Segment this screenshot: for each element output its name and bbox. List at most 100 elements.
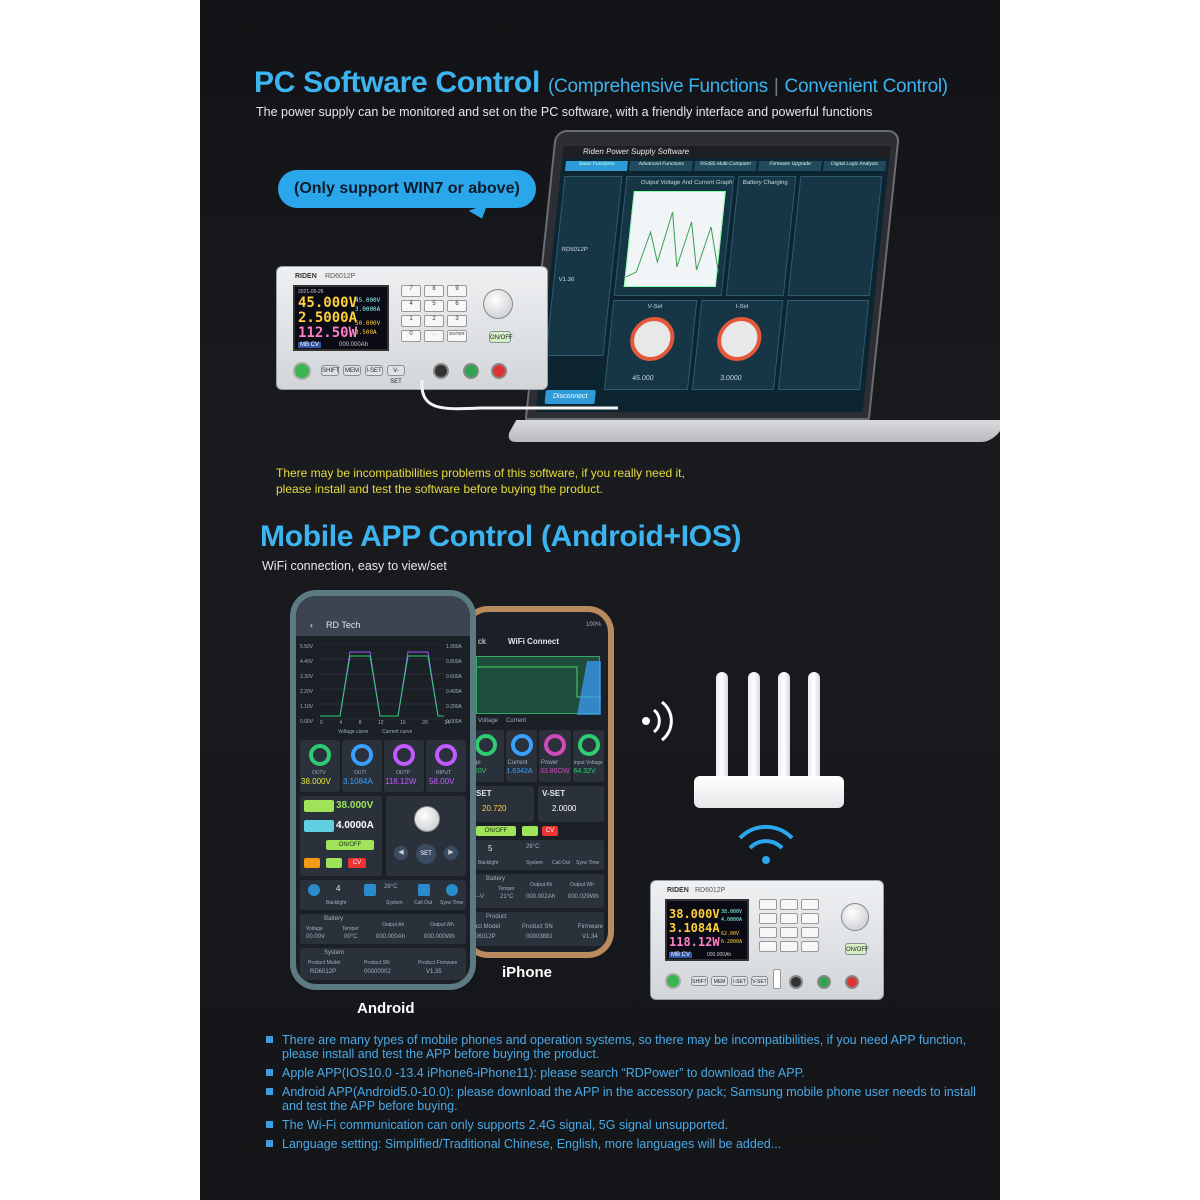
pc-warning-line2: please install and test the software bef…: [276, 482, 603, 496]
tab-advanced-functions[interactable]: Advanced Functions: [629, 161, 693, 171]
android-tools-row: 4 Backlight 26°C System Cali Out Sync Ti…: [300, 880, 466, 910]
key-enter[interactable]: ENTER: [447, 330, 467, 342]
key-0[interactable]: 0: [401, 330, 421, 342]
ground-terminal: [463, 363, 479, 379]
psu2-voltage: 38.000V: [669, 907, 720, 921]
android-back-icon[interactable]: ‹: [310, 620, 313, 630]
psu2-model: RD6012P: [695, 887, 726, 894]
key[interactable]: [759, 913, 777, 924]
iphone-sync-label[interactable]: Sync Time: [576, 860, 600, 866]
key[interactable]: [780, 899, 798, 910]
key-2[interactable]: 2: [424, 315, 444, 327]
android-onoff-button[interactable]: ON/OFF: [326, 840, 374, 850]
psu-shift-button[interactable]: SHIFT: [321, 365, 339, 376]
key-3[interactable]: 3: [447, 315, 467, 327]
android-set-voltage[interactable]: 38.000V: [336, 800, 374, 811]
pc-section-title: PC Software Control (Comprehensive Funct…: [254, 66, 948, 100]
android-model-label: Product Model: [308, 960, 341, 966]
android-check-icon[interactable]: [326, 858, 342, 868]
android-right-arrow-icon[interactable]: ▶: [444, 846, 458, 860]
gauge-value: 58.00V: [429, 777, 455, 786]
iphone-label: iPhone: [502, 964, 553, 981]
iphone-output-ah: 000.002Ah: [526, 894, 556, 900]
psu-iset-button[interactable]: I-SET: [365, 365, 383, 376]
key-5[interactable]: 5: [424, 300, 444, 312]
key[interactable]: [780, 941, 798, 952]
note-wifi: The Wi-Fi communication can only support…: [266, 1118, 992, 1132]
psu-input-v: 50.000V: [355, 320, 381, 327]
iphone-backlight-label: Backlight: [478, 860, 499, 866]
iset-knob[interactable]: [714, 317, 764, 361]
psu2-mem-button[interactable]: MEM: [711, 976, 728, 986]
psu2-shift-button[interactable]: SHIFT: [691, 976, 708, 986]
psu2-onoff-button[interactable]: ON/OFF: [845, 943, 869, 955]
key-9[interactable]: 9: [447, 285, 467, 297]
psu2-power-button-icon[interactable]: [665, 973, 681, 989]
key-1[interactable]: 1: [401, 315, 421, 327]
iphone-backlight-value: 5: [488, 844, 493, 853]
product-model-value: RD6012P: [561, 247, 588, 253]
android-app-title: RD Tech: [326, 620, 361, 630]
iphone-iset-label: SET: [476, 789, 492, 798]
android-set-button[interactable]: SET: [416, 844, 436, 864]
key-7[interactable]: 7: [401, 285, 421, 297]
calibrate-icon[interactable]: [418, 884, 430, 896]
android-set-current[interactable]: 4.0000A: [336, 820, 374, 831]
power-button-icon[interactable]: [293, 362, 311, 380]
key[interactable]: [759, 927, 777, 938]
psu2-vset-button[interactable]: V-SET: [751, 976, 768, 986]
psu-encoder-knob[interactable]: [483, 289, 513, 319]
android-left-arrow-icon[interactable]: ◀: [394, 846, 408, 860]
key[interactable]: [759, 941, 777, 952]
tab-logic-analysis[interactable]: Digital Logic Analysis: [822, 161, 887, 171]
psu2-limit: 6.2000A: [721, 939, 743, 945]
usb-port-terminal: [433, 363, 449, 379]
iphone-iset-card[interactable]: SET 20.720: [472, 786, 534, 822]
iphone-calib-label[interactable]: Cali Out: [552, 860, 571, 866]
key[interactable]: [801, 899, 819, 910]
android-batt-temper: 00°C: [344, 934, 358, 940]
key-4[interactable]: 4: [401, 300, 421, 312]
win7-requirement-bubble: (Only support WIN7 or above): [278, 170, 536, 208]
iphone-check-icon[interactable]: [522, 826, 538, 836]
android-x-ticks: 0 4 8 12 16 20 24: [320, 720, 450, 726]
key[interactable]: [759, 899, 777, 910]
psu-mem-button[interactable]: MEM: [343, 365, 361, 376]
key[interactable]: [801, 913, 819, 924]
gauge-label: Power: [541, 760, 559, 766]
key[interactable]: [780, 913, 798, 924]
key[interactable]: [780, 927, 798, 938]
iphone-onoff-button[interactable]: ON/OFF: [476, 826, 516, 836]
graph-panel: Output Voltage And Current Graph: [613, 176, 735, 296]
android-screen: ‹ RD Tech 5.50V 4.40V 3.30V 2.20V 1.10V …: [296, 596, 470, 984]
key-dot[interactable]: .: [424, 330, 444, 342]
psu2-iset-button[interactable]: I-SET: [731, 976, 748, 986]
clock-icon[interactable]: [446, 884, 458, 896]
pc-description: The power supply can be monitored and se…: [256, 105, 873, 119]
psu-set-i: 3.0000A: [355, 306, 381, 313]
key[interactable]: [801, 941, 819, 952]
iphone-back[interactable]: ck: [478, 637, 486, 646]
iphone-vset-card[interactable]: V-SET 2.0000: [538, 786, 604, 822]
psu-onoff-button[interactable]: ON/OFF: [489, 331, 513, 343]
vset-knob[interactable]: [627, 317, 677, 361]
android-lock-icon[interactable]: [304, 858, 320, 868]
iphone-legend-voltage: Voltage: [478, 718, 499, 724]
laptop-lid: Riden Power Supply Software Basic Functi…: [524, 130, 901, 420]
key-8[interactable]: 8: [424, 285, 444, 297]
psu2-encoder-knob[interactable]: [841, 903, 869, 931]
gauge-ring: [351, 744, 373, 766]
android-encoder-knob[interactable]: [414, 806, 440, 832]
tab-basic-functions[interactable]: Basic Functions: [564, 161, 629, 171]
android-battery-title: Battery: [324, 916, 344, 922]
tab-rs485[interactable]: RS485 Multi-Computer: [693, 161, 758, 171]
tab-firmware-upgrade[interactable]: Firmware Upgrade: [758, 161, 822, 171]
key-6[interactable]: 6: [447, 300, 467, 312]
backlight-icon[interactable]: [308, 884, 320, 896]
iset-knob-panel: I-Set 3.0000: [691, 300, 784, 390]
psu-vset-button[interactable]: V-SET: [387, 365, 405, 385]
android-backlight-value: 4: [336, 884, 341, 893]
android-temp-value: 26°C: [384, 884, 398, 890]
iphone-gauge-voltage: ge 20V: [472, 730, 504, 782]
key[interactable]: [801, 927, 819, 938]
